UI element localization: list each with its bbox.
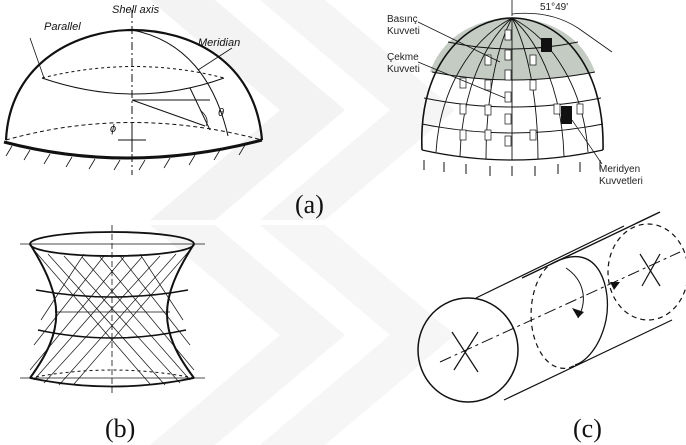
meridian-force-label-1: Meridyen xyxy=(599,164,640,175)
cylinder-top-edge xyxy=(476,226,624,298)
angle-label: 51°49' xyxy=(540,2,568,13)
cylinder-axis-line xyxy=(440,252,680,362)
compression-element-block xyxy=(541,38,552,52)
meridian-force-label-2: Kuvvetleri xyxy=(599,176,643,187)
phi-label: ϕ xyxy=(110,123,116,135)
hyperboloid-diagram xyxy=(20,225,205,395)
cylinder-bottom-edge xyxy=(504,320,672,400)
theta-label: θ xyxy=(218,107,224,119)
tension-force-label-2: Kuvveti xyxy=(387,64,420,75)
tension-element-block xyxy=(561,106,572,124)
parallel-label: Parallel xyxy=(44,21,81,33)
caption-b: (b) xyxy=(105,414,135,443)
cylinder-back-face xyxy=(608,224,686,320)
caption-c: (c) xyxy=(573,414,602,443)
cylinder-diagram xyxy=(418,212,686,402)
caption-a: (a) xyxy=(295,190,324,219)
shell-base-edge xyxy=(4,140,262,158)
compression-force-label-1: Basınç xyxy=(387,14,418,25)
meridian-label: Meridian xyxy=(198,37,240,49)
compression-force-label-2: Kuvveti xyxy=(387,26,420,37)
tension-force-label-1: Çekme xyxy=(387,52,419,63)
shell-axis-label: Shell axis xyxy=(112,4,160,16)
